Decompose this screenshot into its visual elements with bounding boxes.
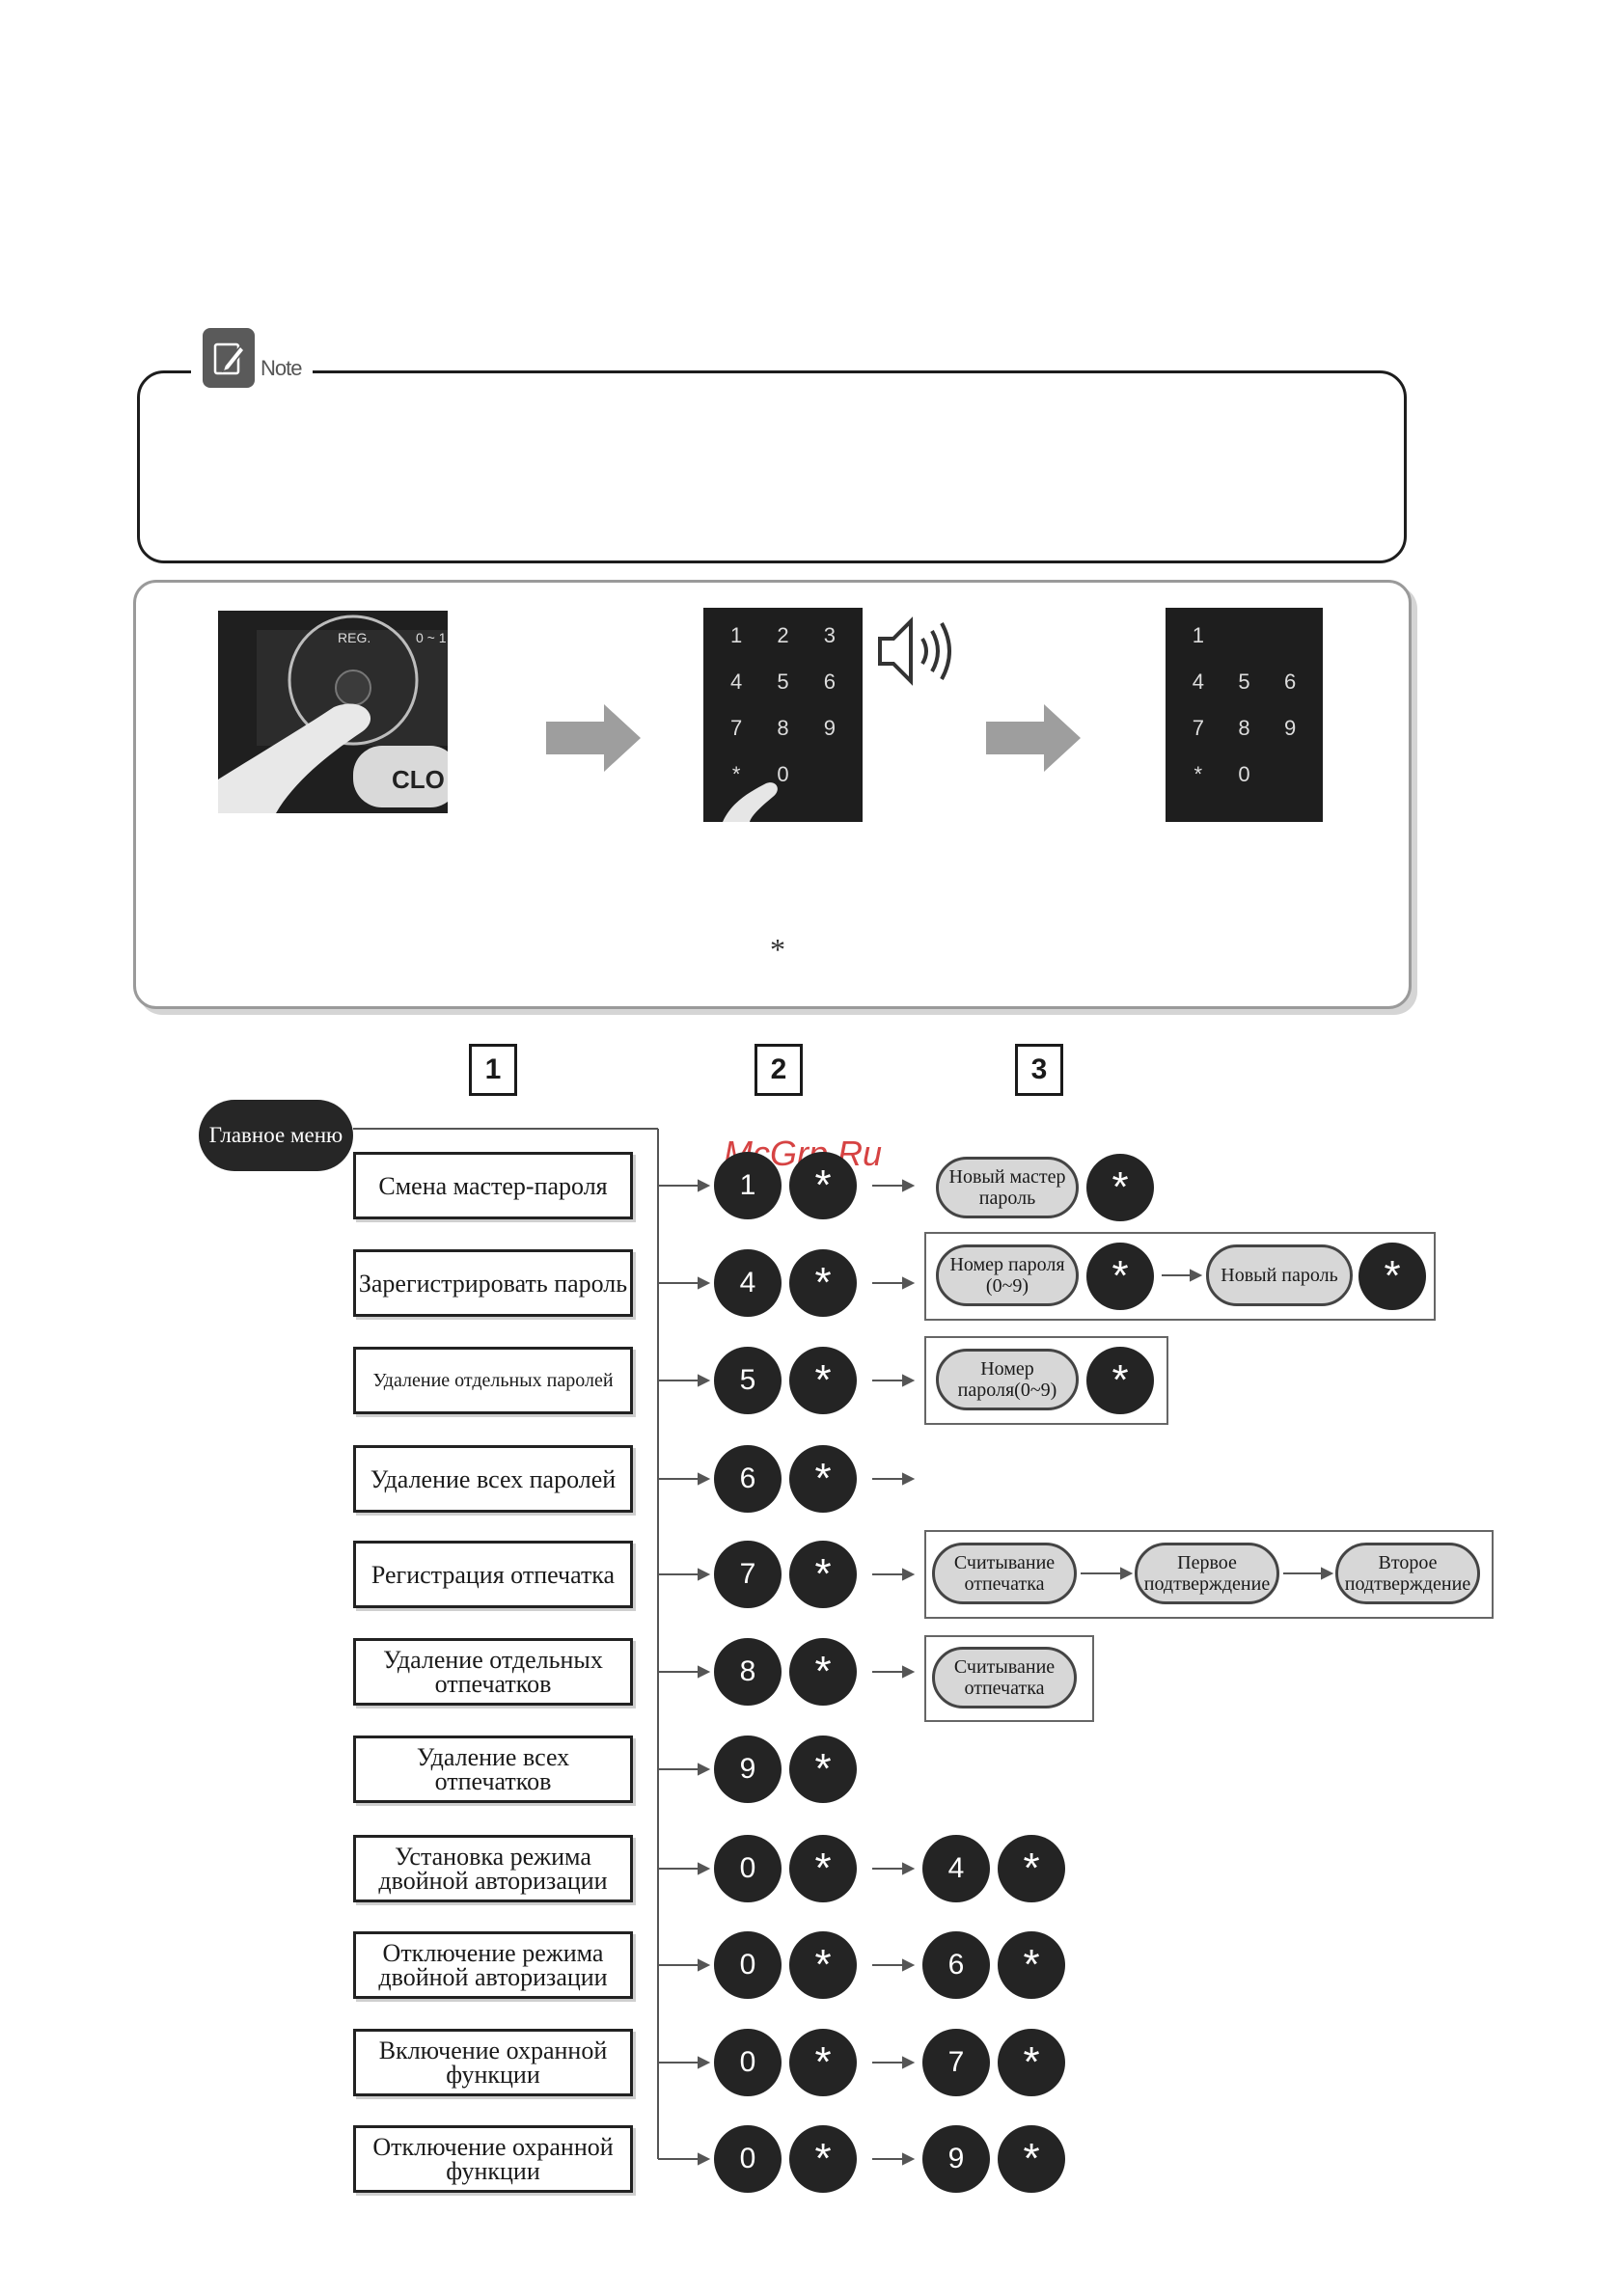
star-key: * <box>789 2029 857 2096</box>
menu-option: Включение охранной функции <box>353 2029 633 2096</box>
menu-option: Отключение охранной функции <box>353 2125 633 2193</box>
keypad-digit: 0 <box>777 762 789 786</box>
keypad-digit: 8 <box>1238 716 1250 740</box>
step-1-tag: 1 <box>469 1044 517 1096</box>
asterisk-symbol: * <box>770 932 785 967</box>
digit-key: 9 <box>714 1736 782 1803</box>
star-key: * <box>1086 1154 1154 1221</box>
digit-key: 1 <box>714 1152 782 1219</box>
keypad-photo-1: 1 2 3 4 5 6 7 8 9 * 0 <box>703 608 863 822</box>
keypad-digit: * <box>731 762 741 786</box>
star-key: * <box>998 1835 1065 1902</box>
digit-key: 4 <box>922 1835 990 1902</box>
menu-option: Удаление всех отпечатков <box>353 1736 633 1803</box>
keypad-digit: * <box>1194 762 1203 786</box>
menu-option: Удаление отдельных отпечатков <box>353 1638 633 1706</box>
star-key: * <box>789 1541 857 1608</box>
keypad-digit: 0 <box>1238 762 1250 786</box>
star-key: * <box>789 1638 857 1706</box>
note-header: Note <box>191 323 314 393</box>
digit-key: 8 <box>714 1638 782 1706</box>
star-key: * <box>789 1835 857 1902</box>
keypad-digit: 1 <box>730 623 743 647</box>
menu-option: Установка режима двойной авторизации <box>353 1835 633 1902</box>
digit-key: 6 <box>714 1445 782 1513</box>
keypad-digit: 8 <box>777 716 789 740</box>
right-arrow-icon <box>546 704 641 772</box>
keypad-digit: 5 <box>777 670 789 694</box>
digit-key: 5 <box>714 1347 782 1414</box>
keypad-digit: 6 <box>1284 670 1297 694</box>
keypad-digit: 9 <box>1284 716 1297 740</box>
star-key: * <box>1358 1243 1426 1310</box>
star-key: * <box>1086 1347 1154 1414</box>
loop-frame-fp-delete <box>924 1635 1094 1722</box>
star-key: * <box>789 1152 857 1219</box>
menu-option: Удаление всех паролей <box>353 1445 633 1513</box>
keypad-digit: 7 <box>1192 716 1204 740</box>
step-3-tag: 3 <box>1015 1044 1063 1096</box>
reg-button-photo: REG. 0 ~ 1 CLO <box>218 611 448 813</box>
keypad-photo-2: 1 4 5 6 7 8 9 * 0 <box>1166 608 1323 822</box>
star-key: * <box>789 1445 857 1513</box>
menu-option: Смена мастер-пароля <box>353 1152 633 1219</box>
digit-key: 6 <box>922 1931 990 1999</box>
digit-key: 0 <box>714 1931 782 1999</box>
pw-number-pill: Номер пароля (0~9) <box>936 1244 1079 1306</box>
right-arrow-icon <box>986 704 1081 772</box>
note-box <box>137 370 1407 563</box>
first-confirm-pill: Первое подтверждение <box>1135 1543 1279 1604</box>
digit-key: 7 <box>714 1541 782 1608</box>
second-confirm-pill: Второе подтверждение <box>1335 1543 1480 1604</box>
digit-key: 0 <box>714 2125 782 2193</box>
main-menu: Главное меню <box>199 1100 353 1171</box>
star-key: * <box>789 2125 857 2193</box>
new-master-pill: Новый мастер пароль <box>936 1157 1079 1218</box>
menu-option: Удаление отдельных паролей <box>353 1347 633 1414</box>
reg-label: REG. <box>338 630 371 645</box>
keypad-digit: 2 <box>777 623 789 647</box>
keypad-digit: 4 <box>730 670 743 694</box>
star-key: * <box>789 1931 857 1999</box>
pencil-icon <box>203 328 255 388</box>
fp-read-pill: Считывание отпечатка <box>932 1543 1077 1604</box>
keypad-digit: 1 <box>1192 623 1204 647</box>
close-label: CLO <box>392 765 445 794</box>
loop-frame-register <box>924 1232 1436 1321</box>
note-label: Note <box>261 356 302 380</box>
menu-option: Регистрация отпечатка <box>353 1541 633 1608</box>
star-key: * <box>998 1931 1065 1999</box>
star-key: * <box>1086 1243 1154 1310</box>
menu-option: Зарегистрировать пароль <box>353 1249 633 1317</box>
new-password-pill: Новый пароль <box>1206 1244 1353 1306</box>
star-key: * <box>789 1249 857 1317</box>
keypad-digit: 4 <box>1192 670 1204 694</box>
star-key: * <box>998 2125 1065 2193</box>
digit-key: 0 <box>714 1835 782 1902</box>
loop-frame-fp-register <box>924 1530 1494 1619</box>
keypad-digit: 5 <box>1238 670 1250 694</box>
keypad-digit: 3 <box>823 623 836 647</box>
fp-read-pill-2: Считывание отпечатка <box>932 1647 1077 1708</box>
star-key: * <box>789 1736 857 1803</box>
digit-key: 0 <box>714 2029 782 2096</box>
step-2-tag: 2 <box>755 1044 803 1096</box>
loop-frame-delete-pw <box>924 1336 1168 1425</box>
reg-range: 0 ~ 1 <box>416 630 447 645</box>
digit-key: 4 <box>714 1249 782 1317</box>
star-key: * <box>998 2029 1065 2096</box>
digit-key: 9 <box>922 2125 990 2193</box>
speaker-icon <box>878 616 951 686</box>
keypad-digit: 6 <box>823 670 836 694</box>
digit-key: 7 <box>922 2029 990 2096</box>
pw-number-pill-2: Номер пароля(0~9) <box>936 1349 1079 1410</box>
menu-option: Отключение режима двойной авторизации <box>353 1931 633 1999</box>
keypad-digit: 9 <box>823 716 836 740</box>
keypad-digit: 7 <box>730 716 743 740</box>
star-key: * <box>789 1347 857 1414</box>
